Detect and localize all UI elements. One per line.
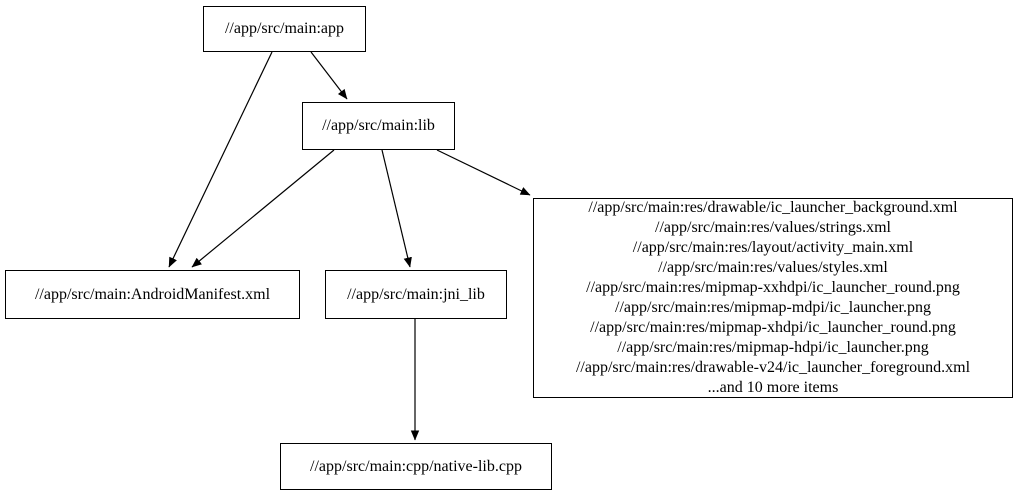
node-jni-lib: //app/src/main:jni_lib [325, 270, 507, 319]
resource-item: //app/src/main:res/mipmap-mdpi/ic_launch… [615, 299, 931, 316]
edge-app-to-lib [310, 51, 348, 100]
node-native-lib-cpp: //app/src/main:cpp/native-lib.cpp [280, 443, 552, 490]
resource-item: //app/src/main:res/values/strings.xml [655, 219, 891, 236]
resource-item: //app/src/main:res/drawable-v24/ic_launc… [575, 359, 971, 376]
resource-item: //app/src/main:res/layout/activity_main.… [632, 239, 914, 256]
resource-item: //app/src/main:res/values/styles.xml [658, 259, 888, 276]
resource-item: //app/src/main:res/mipmap-hdpi/ic_launch… [617, 339, 929, 356]
edge-lib-to-jni-lib [381, 149, 412, 268]
node-app: //app/src/main:app [203, 6, 366, 52]
node-lib: //app/src/main:lib [302, 102, 455, 150]
node-resources-group: //app/src/main:res/drawable/ic_launcher_… [533, 198, 1013, 398]
edge-lib-to-resources [436, 149, 531, 196]
edge-app-to-manifest [168, 51, 273, 268]
resource-item: //app/src/main:res/drawable/ic_launcher_… [588, 199, 958, 216]
edge-lib-to-manifest [191, 149, 335, 268]
resource-item: //app/src/main:res/mipmap-xhdpi/ic_launc… [590, 319, 956, 336]
resource-item-more: ...and 10 more items [707, 379, 839, 396]
resource-item: //app/src/main:res/mipmap-xxhdpi/ic_laun… [586, 279, 960, 296]
node-android-manifest: //app/src/main:AndroidManifest.xml [5, 270, 300, 319]
